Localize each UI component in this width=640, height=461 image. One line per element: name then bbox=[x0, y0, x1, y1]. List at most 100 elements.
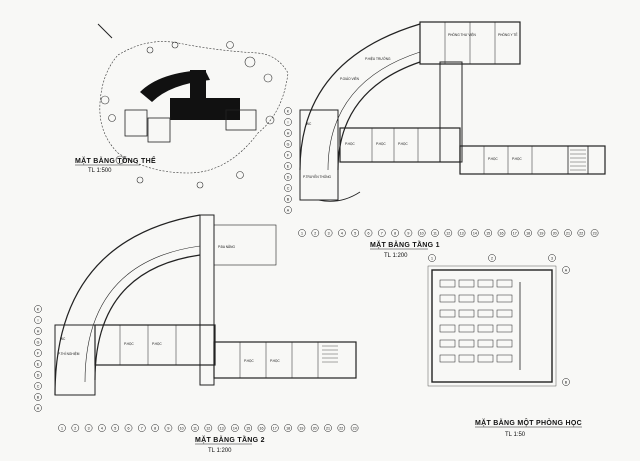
axis-label: 10 bbox=[420, 231, 424, 235]
site-trees bbox=[100, 41, 275, 189]
desk bbox=[439, 354, 456, 363]
axis-label: 23 bbox=[353, 426, 357, 430]
axis-label: 2 bbox=[491, 256, 493, 260]
axis-label: D bbox=[37, 373, 40, 377]
axis-bubble: 16 bbox=[257, 424, 266, 432]
floor2-stair bbox=[322, 345, 338, 363]
axis-bubble: 2 bbox=[488, 254, 496, 262]
axis-label: 9 bbox=[407, 231, 409, 235]
axis-label: F bbox=[287, 153, 290, 157]
axis-bubble: F bbox=[34, 349, 42, 357]
axis-label: 18 bbox=[286, 426, 290, 430]
floor1-room-label: P.HỌC bbox=[345, 142, 355, 146]
floor2-plan: P.HỌC P.HỌC P.HỌC P.HỌC P.ĐA NĂNG P.THÍ … bbox=[34, 214, 359, 454]
axis-bubble: G bbox=[34, 338, 42, 346]
axis-label: 8 bbox=[394, 231, 396, 235]
floor1-scale: TL 1:200 bbox=[384, 253, 408, 259]
axis-bubble: 1 bbox=[58, 424, 66, 432]
floor1-room-label: P.HỌC bbox=[376, 142, 386, 146]
desk bbox=[477, 309, 494, 318]
axis-label: F bbox=[37, 351, 40, 355]
floor2-room-label: P.HỌC bbox=[270, 359, 280, 363]
floor1-room-label: WC bbox=[306, 122, 312, 126]
floor2-room-label: P.HỌC bbox=[152, 342, 162, 346]
axis-bubble: 15 bbox=[484, 229, 493, 237]
axis-bubble: 23 bbox=[590, 229, 599, 237]
axis-bubble: K bbox=[34, 305, 42, 313]
axis-label: 6 bbox=[368, 231, 370, 235]
floor1-room-label: P.HỌC bbox=[512, 157, 522, 161]
desk bbox=[439, 279, 456, 288]
floor1-room-label: P.TRUYỀN THỐNG bbox=[303, 174, 332, 179]
north-arrow-icon bbox=[97, 23, 113, 39]
axis-bubble: 15 bbox=[244, 424, 253, 432]
axis-label: 1 bbox=[431, 256, 433, 260]
axis-bubble: F bbox=[284, 151, 292, 159]
axis-label: 19 bbox=[539, 231, 543, 235]
axis-label: B bbox=[37, 395, 40, 399]
axis-label: C bbox=[287, 186, 290, 190]
axis-label: 2 bbox=[74, 426, 76, 430]
axis-label: 11 bbox=[433, 231, 437, 235]
axis-bubble: 18 bbox=[284, 424, 292, 432]
floor1-stair bbox=[570, 149, 586, 171]
floor1-room-label: P.HỌC bbox=[488, 157, 498, 161]
axis-label: I bbox=[288, 120, 289, 124]
axis-bubble: 9 bbox=[164, 424, 173, 432]
desk bbox=[496, 324, 513, 333]
axis-bubble: 14 bbox=[471, 229, 479, 237]
axis-bubble: 4 bbox=[338, 229, 346, 237]
axis-bubble: A bbox=[34, 404, 42, 412]
axis-bubble: I bbox=[284, 118, 292, 126]
axis-label: 16 bbox=[260, 426, 264, 430]
axis-bubble: 13 bbox=[457, 229, 466, 237]
axis-label: 16 bbox=[500, 231, 504, 235]
axis-bubble: 21 bbox=[564, 229, 572, 237]
floor2-room-label: P.HỌC bbox=[124, 342, 134, 346]
axis-label: E bbox=[287, 164, 290, 168]
axis-bubble: 9 bbox=[404, 229, 413, 237]
axis-bubble: B bbox=[562, 378, 570, 386]
desk bbox=[439, 339, 456, 348]
site-boundary bbox=[99, 41, 289, 174]
site-plan-title: MẶT BẰNG TỔNG THỂ bbox=[75, 156, 156, 165]
axis-bubble: 10 bbox=[417, 229, 426, 237]
floor1-title: MẶT BẰNG TẦNG 1 bbox=[370, 239, 440, 249]
axis-bubble: 21 bbox=[324, 424, 332, 432]
axis-bubble: B bbox=[284, 195, 292, 203]
axis-bubble: 4 bbox=[98, 424, 106, 432]
axis-label: E bbox=[37, 362, 40, 366]
axis-bubble: 2 bbox=[311, 229, 320, 237]
axis-bubble: 19 bbox=[537, 229, 546, 237]
axis-label: G bbox=[287, 142, 290, 146]
axis-label: 9 bbox=[167, 426, 169, 430]
axis-bubble: 1 bbox=[298, 229, 306, 237]
classroom-desk-grid bbox=[439, 279, 513, 363]
site-building-mass bbox=[124, 70, 257, 143]
axis-bubble: H bbox=[34, 327, 42, 335]
axis-bubble: 6 bbox=[124, 424, 133, 432]
floor1-plan: P.HỌC P.HỌC P.HỌC P.HỌC P.HỌC PHÒNG THƯ … bbox=[284, 21, 606, 259]
axis-label: K bbox=[287, 109, 290, 113]
desk bbox=[458, 309, 475, 318]
axis-label: 21 bbox=[326, 426, 330, 430]
axis-label: 13 bbox=[460, 231, 464, 235]
axis-bubble: 5 bbox=[351, 229, 360, 237]
axis-label: B bbox=[287, 197, 290, 201]
axis-label: 5 bbox=[354, 231, 356, 235]
axis-bubble: 3 bbox=[324, 229, 333, 237]
axis-label: 19 bbox=[299, 426, 303, 430]
desk bbox=[458, 324, 475, 333]
axis-label: 17 bbox=[273, 426, 277, 430]
axis-label: D bbox=[287, 175, 290, 179]
axis-label: 11 bbox=[193, 426, 197, 430]
axis-label: 3 bbox=[551, 256, 553, 260]
axis-label: 14 bbox=[233, 426, 237, 430]
axis-label: 20 bbox=[313, 426, 317, 430]
axis-label: A bbox=[37, 406, 40, 410]
axis-label: 8 bbox=[154, 426, 156, 430]
axis-bubble: C bbox=[284, 184, 292, 192]
axis-bubble: 16 bbox=[497, 229, 506, 237]
